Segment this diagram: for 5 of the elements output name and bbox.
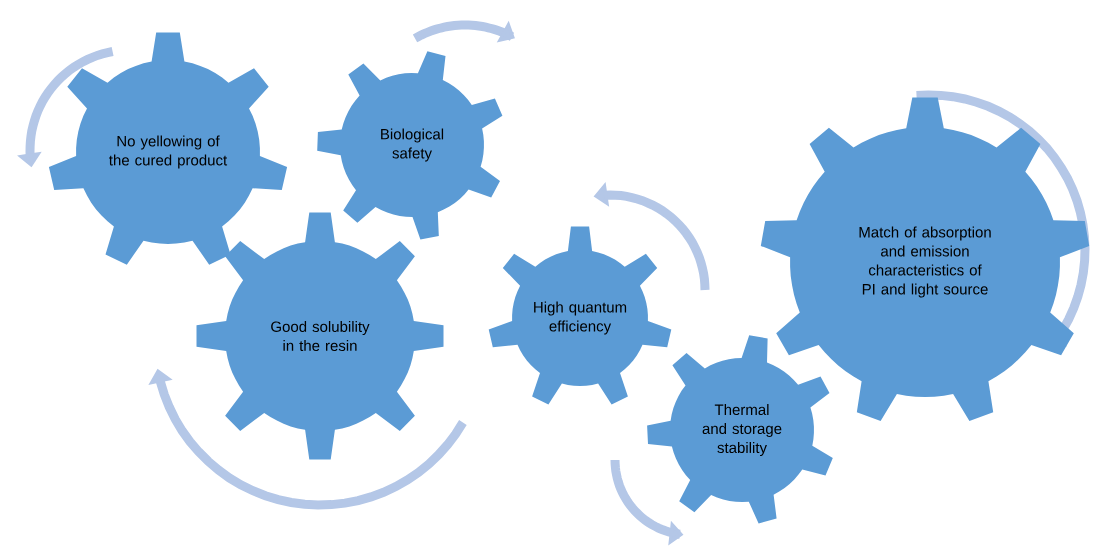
- gear: Good solubility in the resin: [196, 212, 444, 460]
- gear: High quantum efficiency: [488, 226, 672, 405]
- gear: Biological safety: [317, 51, 503, 240]
- gear: No yellowing of the cured product: [48, 32, 288, 265]
- gear: Thermal and storage stability: [647, 335, 833, 524]
